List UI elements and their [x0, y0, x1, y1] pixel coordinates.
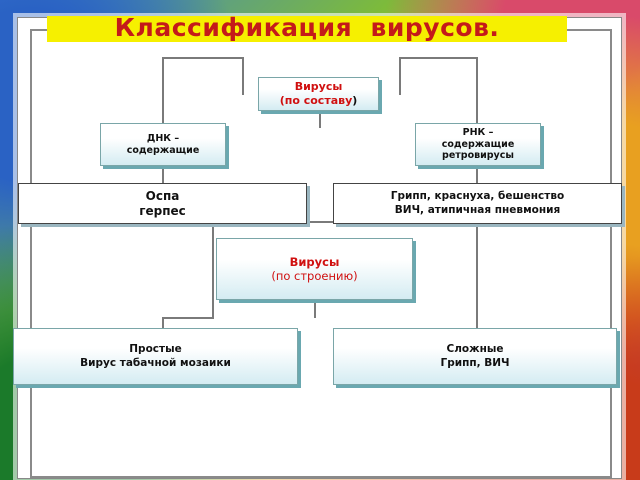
node-label: содержащие	[126, 144, 200, 156]
node-label: ДНК –	[146, 132, 180, 144]
node-dna-viruses: ДНК – содержащие	[100, 123, 226, 166]
node-sublabel: (по строению)	[271, 269, 358, 283]
node-viruses-by-structure: Вирусы (по строению)	[216, 238, 413, 300]
node-label: Сложные	[446, 343, 504, 356]
node-rna-viruses: РНК – содержащие ретровирусы	[415, 123, 541, 166]
node-label: герпес	[139, 203, 186, 218]
node-dna-examples: Оспа герпес	[18, 183, 307, 224]
node-label: Вирус табачной мозаики	[80, 356, 231, 369]
node-label: Грипп, краснуха, бешенство	[390, 190, 565, 203]
node-viruses-by-composition: Вирусы (по составу)	[258, 77, 379, 111]
node-label: ретровирусы	[442, 150, 514, 162]
title-highlight	[47, 16, 567, 42]
connector-root-rna	[399, 57, 478, 123]
node-label: Вирусы	[294, 80, 343, 94]
node-label: РНК –	[462, 126, 494, 138]
slide-title: Классификация вирусов.	[114, 13, 500, 42]
node-sublabel: (по составу)	[279, 94, 358, 107]
node-simple-viruses: Простые Вирус табачной мозаики	[13, 328, 298, 385]
node-label: ВИЧ, атипичная пневмония	[394, 203, 561, 216]
node-rna-examples: Грипп, краснуха, бешенство ВИЧ, атипична…	[333, 183, 622, 224]
node-complex-viruses: Сложные Грипп, ВИЧ	[333, 328, 617, 385]
node-label: Грипп, ВИЧ	[440, 356, 510, 369]
connector-structure-simple	[162, 222, 214, 328]
node-label: Простые	[129, 343, 182, 356]
node-label: Оспа	[145, 188, 180, 203]
node-label: содержащие	[441, 138, 515, 150]
node-label: Вирусы	[289, 254, 340, 269]
connector-root-dna	[162, 57, 244, 123]
